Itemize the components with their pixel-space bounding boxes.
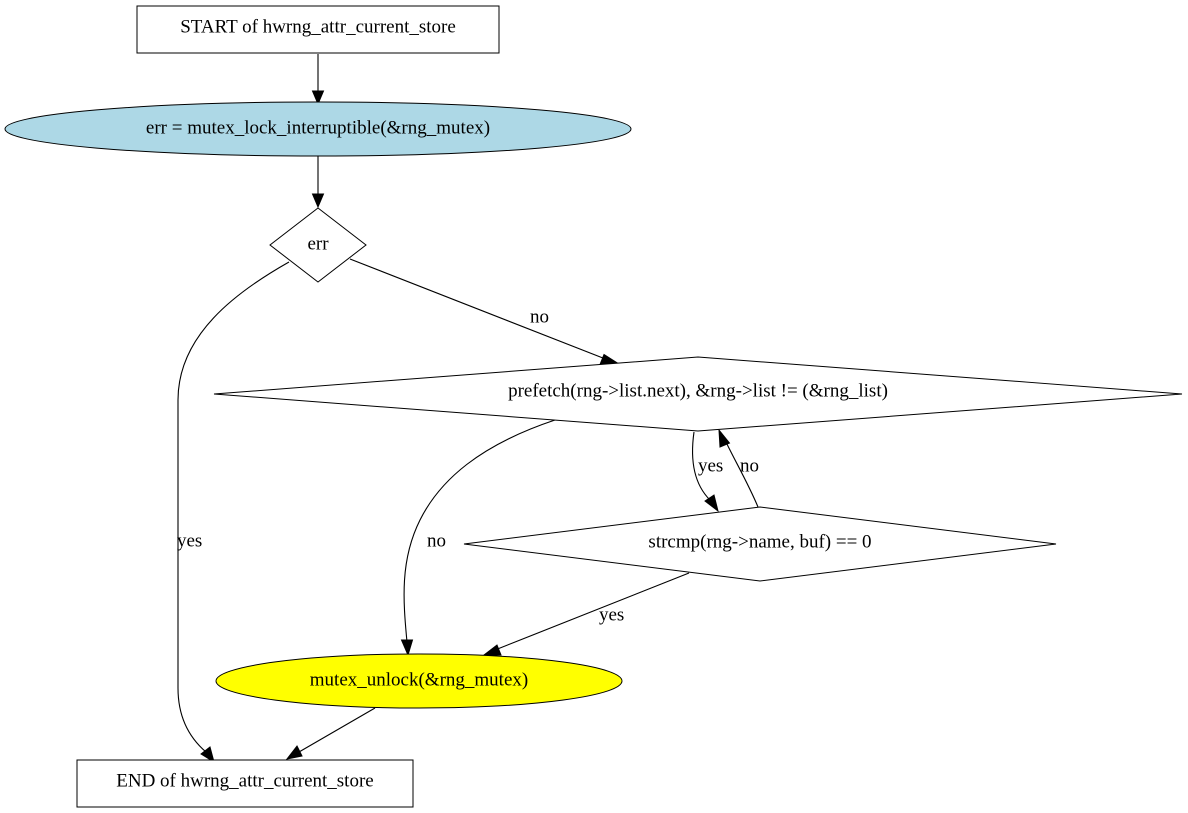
lock-ellipse bbox=[4, 101, 632, 157]
strcmp-label: strcmp(rng->name, buf) == 0 bbox=[648, 532, 871, 553]
loop-condition-label: prefetch(rng->list.next), &rng->list != … bbox=[508, 381, 888, 402]
edge-loop-no bbox=[403, 419, 556, 643]
edge-err-yes bbox=[177, 261, 290, 753]
loop-condition-node: prefetch(rng->list.next), &rng->list != … bbox=[213, 356, 1183, 432]
err-label: err bbox=[307, 234, 329, 255]
lock-node: err = mutex_lock_interruptible(&rng_mute… bbox=[4, 101, 632, 157]
edge-labels: yes no yes no no yes bbox=[177, 307, 759, 626]
end-label: END of hwrng_attr_current_store bbox=[116, 771, 373, 792]
edge-label-err-no: no bbox=[530, 307, 549, 328]
arrowhead-strcmp-yes bbox=[482, 644, 502, 656]
arrowhead-loop-yes bbox=[704, 494, 719, 513]
loop-condition-diamond bbox=[213, 356, 1183, 432]
strcmp-diamond bbox=[463, 506, 1057, 582]
edge-strcmp-no bbox=[724, 439, 759, 508]
arrowhead-lock-to-err bbox=[311, 193, 325, 209]
nodes: START of hwrng_attr_current_store err = … bbox=[4, 5, 1183, 808]
start-label: START of hwrng_attr_current_store bbox=[180, 17, 456, 38]
start-box bbox=[136, 5, 500, 54]
edge-label-strcmp-no: no bbox=[740, 456, 759, 477]
edge-err-no bbox=[349, 258, 609, 361]
unlock-ellipse bbox=[215, 653, 623, 709]
end-node: END of hwrng_attr_current_store bbox=[76, 759, 414, 808]
arrowhead-loop-no bbox=[400, 639, 414, 657]
edge-strcmp-yes bbox=[494, 572, 690, 651]
arrowhead-err-yes bbox=[200, 746, 215, 764]
arrowhead-strcmp-no bbox=[718, 428, 731, 448]
lock-label: err = mutex_lock_interruptible(&rng_mute… bbox=[146, 118, 490, 139]
edge-label-strcmp-yes: yes bbox=[599, 605, 624, 626]
edge-label-loop-yes: yes bbox=[698, 456, 723, 477]
edge-unlock-to-end bbox=[298, 707, 376, 753]
arrowhead-unlock-to-end bbox=[285, 745, 303, 760]
edge-label-err-yes: yes bbox=[177, 531, 202, 552]
start-node: START of hwrng_attr_current_store bbox=[136, 5, 500, 54]
unlock-label: mutex_unlock(&rng_mutex) bbox=[310, 670, 528, 691]
end-box bbox=[76, 759, 414, 808]
err-diamond bbox=[269, 207, 367, 283]
err-node: err bbox=[269, 207, 367, 283]
arrowhead-start-to-lock bbox=[311, 90, 325, 106]
unlock-node: mutex_unlock(&rng_mutex) bbox=[215, 653, 623, 709]
strcmp-node: strcmp(rng->name, buf) == 0 bbox=[463, 506, 1057, 582]
edge-loop-yes bbox=[692, 431, 711, 501]
edge-label-loop-no: no bbox=[427, 531, 446, 552]
edges bbox=[177, 54, 759, 764]
